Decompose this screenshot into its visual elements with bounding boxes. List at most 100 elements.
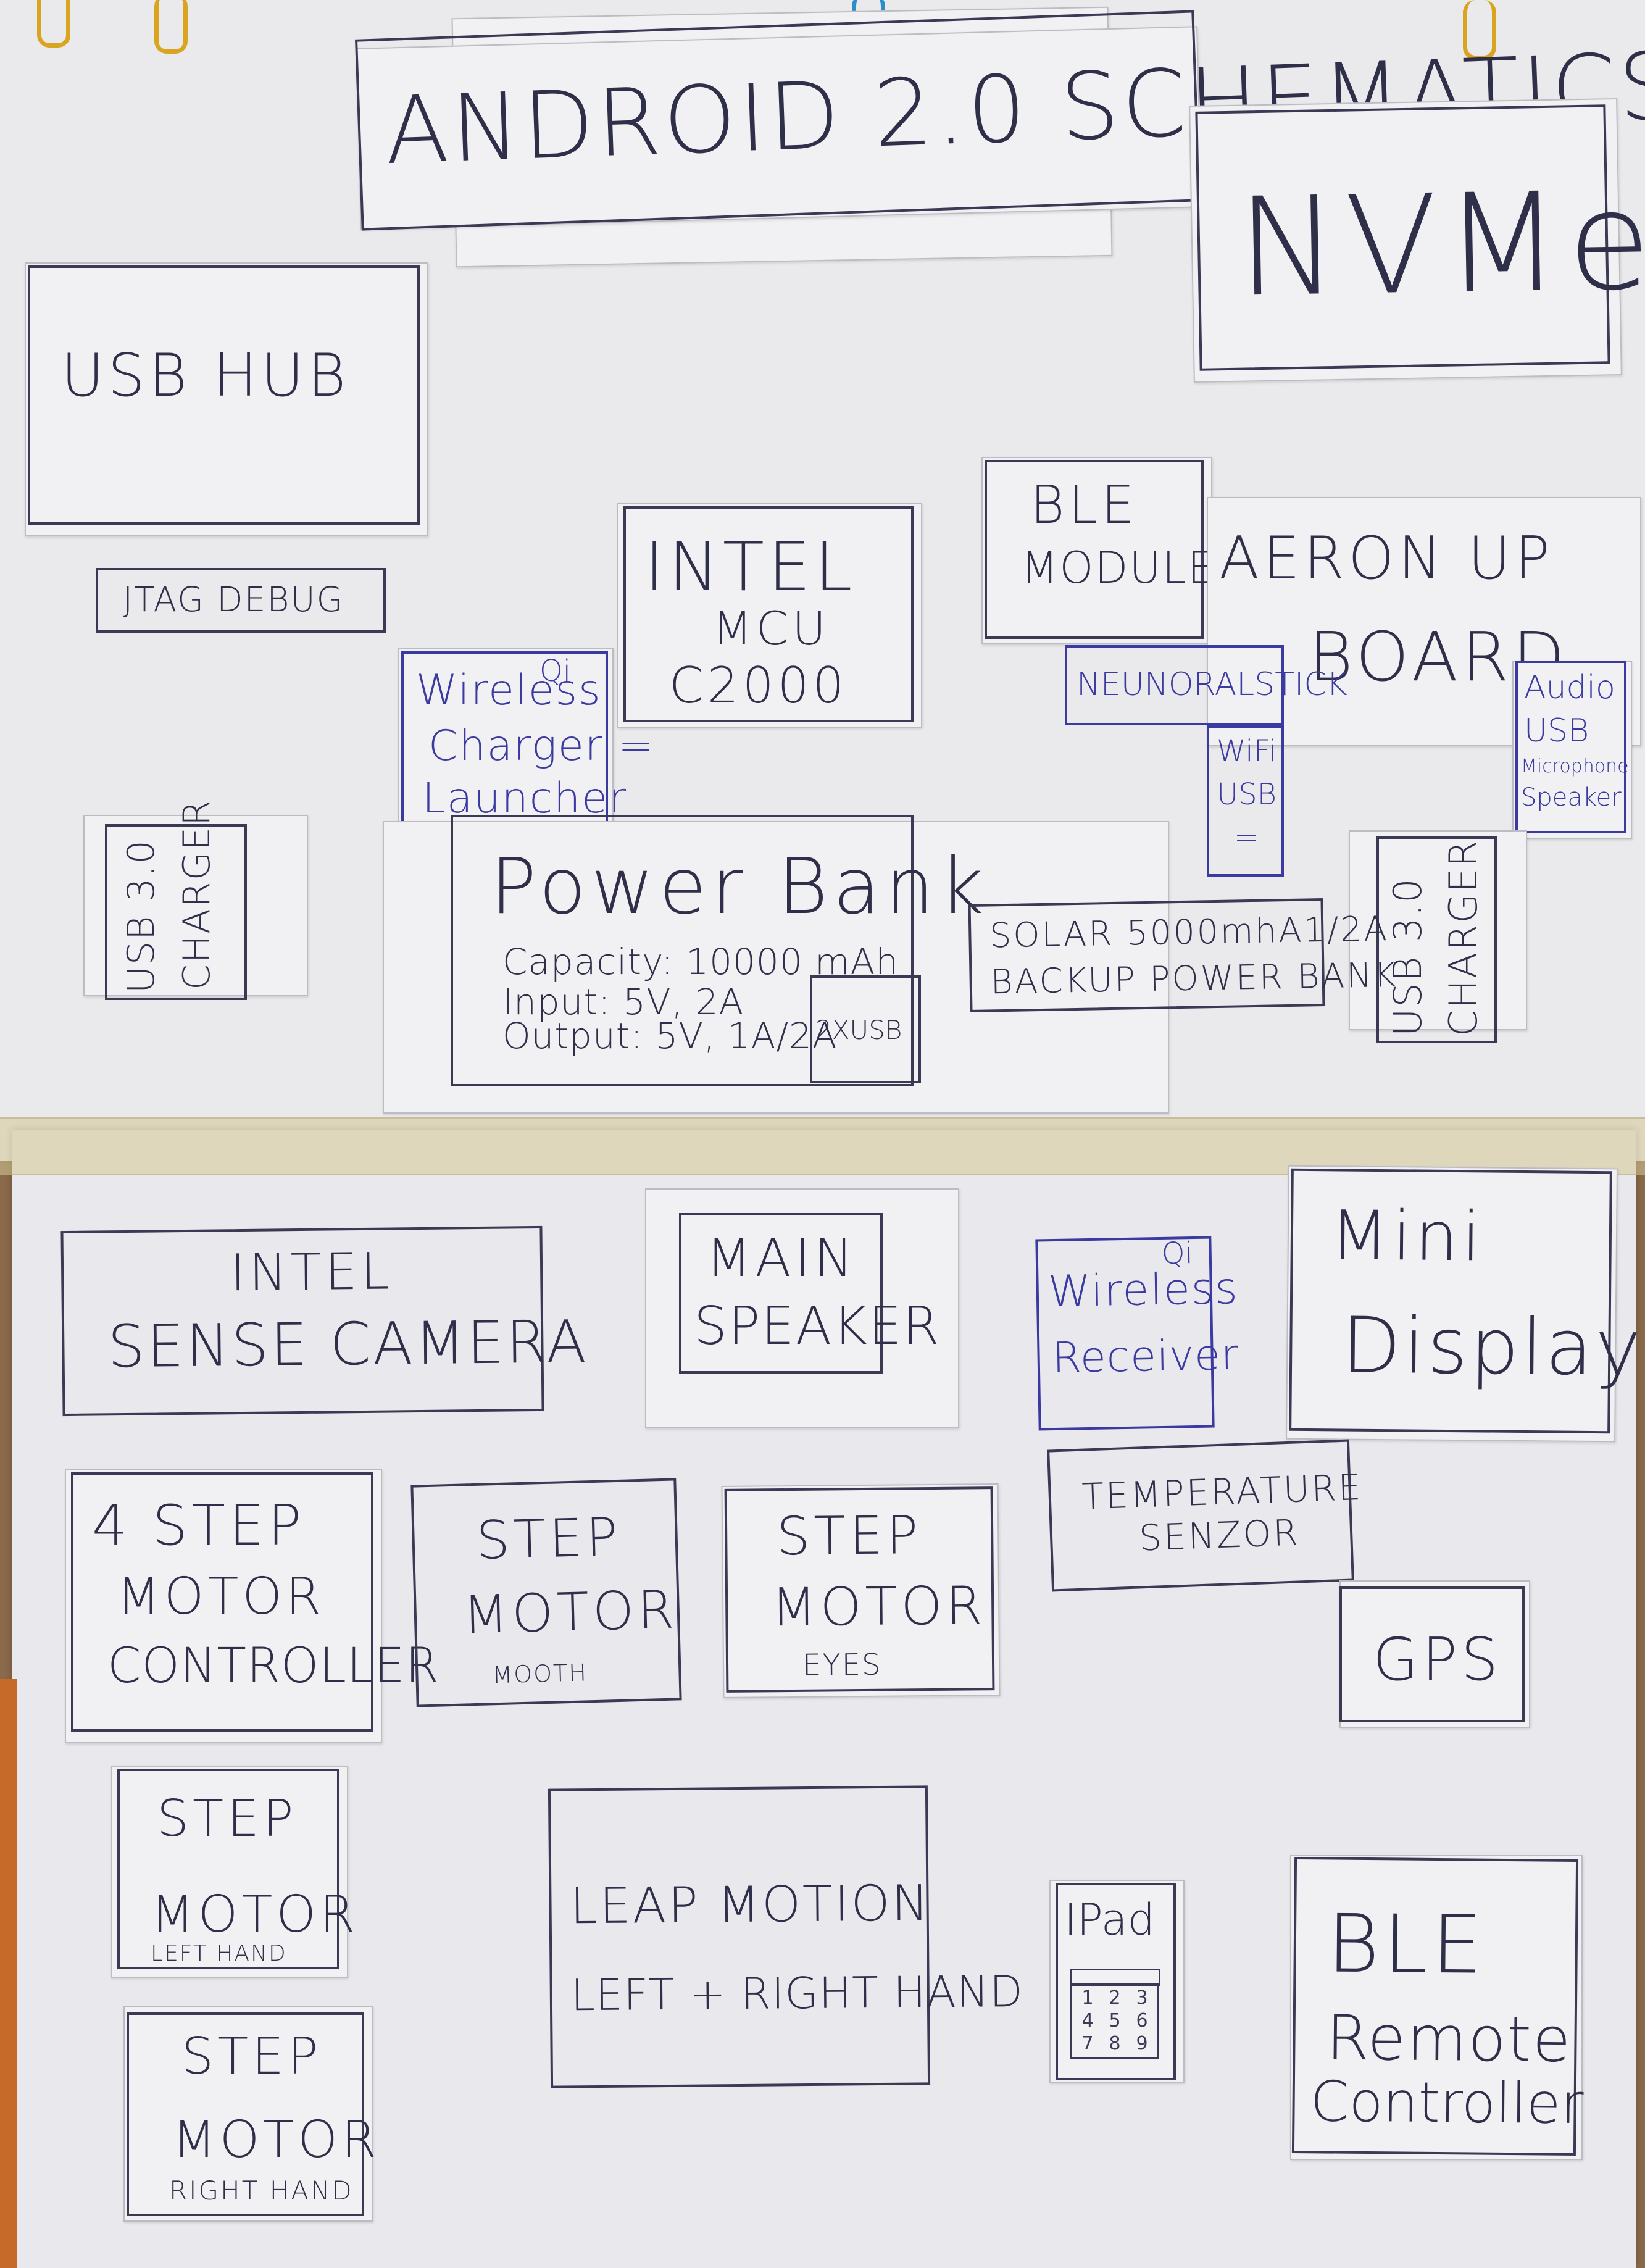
usb-charger-right-box: USB 3.0 CHARGER xyxy=(1376,836,1497,1043)
motor-right-card xyxy=(123,2006,373,2222)
paper-clip-icon xyxy=(1463,0,1496,60)
intel-mcu-line1: INTEL xyxy=(644,527,856,606)
motor-left-card xyxy=(111,1766,348,1978)
usb-charger-left-card xyxy=(83,815,308,996)
main-speaker-line1: MAIN xyxy=(706,1228,857,1289)
mini-display-line2: Display xyxy=(1341,1301,1644,1393)
gps-label: GPS xyxy=(1373,1626,1502,1694)
usb-charger-left-line2: CHARGER xyxy=(175,799,219,990)
motor-left-line2: MOTOR xyxy=(151,1885,359,1944)
ble-remote-line2: Remote xyxy=(1326,2001,1572,2076)
leap-motion-line1: LEAP MOTION xyxy=(570,1874,931,1935)
audio-box: Audio USB Microphone Speaker xyxy=(1515,661,1629,833)
audio-line2: USB xyxy=(1524,712,1589,749)
sense-camera-line1: INTEL xyxy=(230,1242,393,1303)
leap-motion-line2: LEFT + RIGHT HAND xyxy=(570,1966,1024,2021)
ble-remote-card xyxy=(1290,1855,1583,2160)
audio-card xyxy=(1512,661,1632,839)
motor-mouth-line1: STEP xyxy=(475,1506,622,1572)
power-bank-input: Input: 5V, 2A xyxy=(502,981,744,1023)
leap-motion-box: LEAP MOTION LEFT + RIGHT HAND xyxy=(548,1785,1023,2088)
power-bank-card xyxy=(383,821,1169,1114)
key: 7 xyxy=(1081,2033,1094,2054)
solar-box: SOLAR 5000mhA1/2A BACKUP POWER BANK xyxy=(968,898,1398,1013)
power-bank-output: Output: 5V, 1A/2A xyxy=(502,1015,838,1057)
paper-clip-icon xyxy=(154,0,188,54)
motor-left-line1: STEP xyxy=(157,1790,298,1848)
jtag-label: JTAG DEBUG xyxy=(123,580,344,619)
ble-remote-line1: BLE xyxy=(1326,1896,1487,1992)
ble-module-box: BLE MODULE xyxy=(985,460,1215,639)
ble-module-line2: MODULE xyxy=(1021,543,1216,593)
jtag-box: JTAG DEBUG xyxy=(96,568,386,633)
motor-right-line3: RIGHT HAND xyxy=(169,2175,354,2206)
aeron-line1: AERON UP xyxy=(1219,525,1554,593)
main-speaker-box: MAIN SPEAKER xyxy=(679,1213,939,1374)
ble-remote-line3: Controller xyxy=(1310,2069,1584,2137)
wifi-line1: WiFi xyxy=(1217,734,1277,769)
gps-card xyxy=(1339,1580,1530,1728)
mini-display-box: Mini Display xyxy=(1289,1168,1644,1434)
neural-stick-label: NEUNORALSTICK xyxy=(1077,666,1347,703)
main-speaker-line2: SPEAKER xyxy=(694,1296,941,1357)
ipad-box: IPad 1 2 3 4 5 6 7 8 9 xyxy=(1056,1883,1176,2080)
ble-module-card xyxy=(981,457,1212,644)
key: 6 xyxy=(1136,2010,1148,2032)
motor-eyes-line2: MOTOR xyxy=(770,1575,986,1639)
key: 9 xyxy=(1136,2033,1148,2054)
temperature-box: TEMPERATURE SENZOR xyxy=(1047,1439,1363,1592)
wifi-box: WiFi USB = xyxy=(1207,725,1284,877)
paper-clip-icon xyxy=(37,0,70,48)
wireless-charger-line3: Launcher xyxy=(422,774,628,823)
power-bank-box: Power Bank Capacity: 10000 mAh Input: 5V… xyxy=(451,815,984,1086)
intel-mcu-line2: MCU xyxy=(712,601,830,656)
wifi-line2: USB xyxy=(1217,777,1277,812)
ipad-label: IPad xyxy=(1064,1895,1156,1945)
key: 5 xyxy=(1109,2010,1121,2032)
wireless-receiver-box: Qi Wireless Receiver xyxy=(1035,1236,1239,1431)
temperature-line2: SENZOR xyxy=(1138,1511,1301,1559)
motor-mouth-line2: MOTOR xyxy=(462,1579,679,1646)
motor-eyes-box: STEP MOTOR EYES xyxy=(724,1486,995,1693)
temperature-line1: TEMPERATURE xyxy=(1081,1465,1364,1518)
mini-display-line1: Mini xyxy=(1330,1196,1485,1277)
motor-eyes-line1: STEP xyxy=(776,1505,922,1568)
key: 4 xyxy=(1081,2010,1094,2032)
controller-line1: 4 STEP xyxy=(92,1493,306,1558)
power-bank-ports-box: 2XUSB xyxy=(810,975,921,1083)
main-speaker-card xyxy=(645,1188,959,1428)
gps-box: GPS xyxy=(1339,1586,1525,1722)
wireless-charger-line1: Wireless xyxy=(416,666,602,715)
motor-eyes-line3: EYES xyxy=(802,1647,882,1683)
intel-mcu-line3: C2000 xyxy=(669,657,848,714)
ble-remote-box: BLE Remote Controller xyxy=(1291,1857,1584,2156)
key: 3 xyxy=(1136,1987,1148,2009)
key: 8 xyxy=(1109,2033,1121,2054)
nvme-box: NVMe xyxy=(1195,104,1645,371)
wifi-line3: = xyxy=(1234,820,1259,855)
motor-left-box: STEP MOTOR LEFT HAND xyxy=(117,1769,355,1969)
solar-line2: BACKUP POWER BANK xyxy=(990,954,1398,1002)
power-bank-ports: 2XUSB xyxy=(815,1015,902,1045)
wireless-charger-card xyxy=(398,648,614,833)
usb-charger-left-line1: USB 3.0 xyxy=(120,839,163,993)
ble-module-line1: BLE xyxy=(1030,475,1138,536)
intel-mcu-box: INTEL MCU C2000 xyxy=(623,506,914,722)
motor-mouth-line3: MOOTH xyxy=(491,1659,588,1689)
motor-right-box: STEP MOTOR RIGHT HAND xyxy=(127,2012,377,2216)
wireless-charger-line2: Charger = xyxy=(428,722,655,770)
controller-box: 4 STEP MOTOR CONTROLLER xyxy=(71,1472,439,1732)
nvme-label: NVMe xyxy=(1236,161,1645,327)
controller-card xyxy=(65,1469,382,1743)
audio-line3: Microphone xyxy=(1521,756,1629,777)
table-edge xyxy=(0,1679,17,2268)
qi-label: Qi xyxy=(539,654,572,688)
key: 2 xyxy=(1109,1987,1121,2009)
audio-line4: Speaker xyxy=(1521,783,1622,812)
usb-charger-left-box: USB 3.0 CHARGER xyxy=(105,799,247,1000)
wireless-receiver-line2: Receiver xyxy=(1052,1330,1239,1383)
usb-hub-box: USB HUB xyxy=(28,265,420,525)
motor-left-line3: LEFT HAND xyxy=(151,1941,287,1966)
usb-charger-right-line2: CHARGER xyxy=(1441,839,1486,1036)
controller-line2: MOTOR xyxy=(117,1567,325,1626)
